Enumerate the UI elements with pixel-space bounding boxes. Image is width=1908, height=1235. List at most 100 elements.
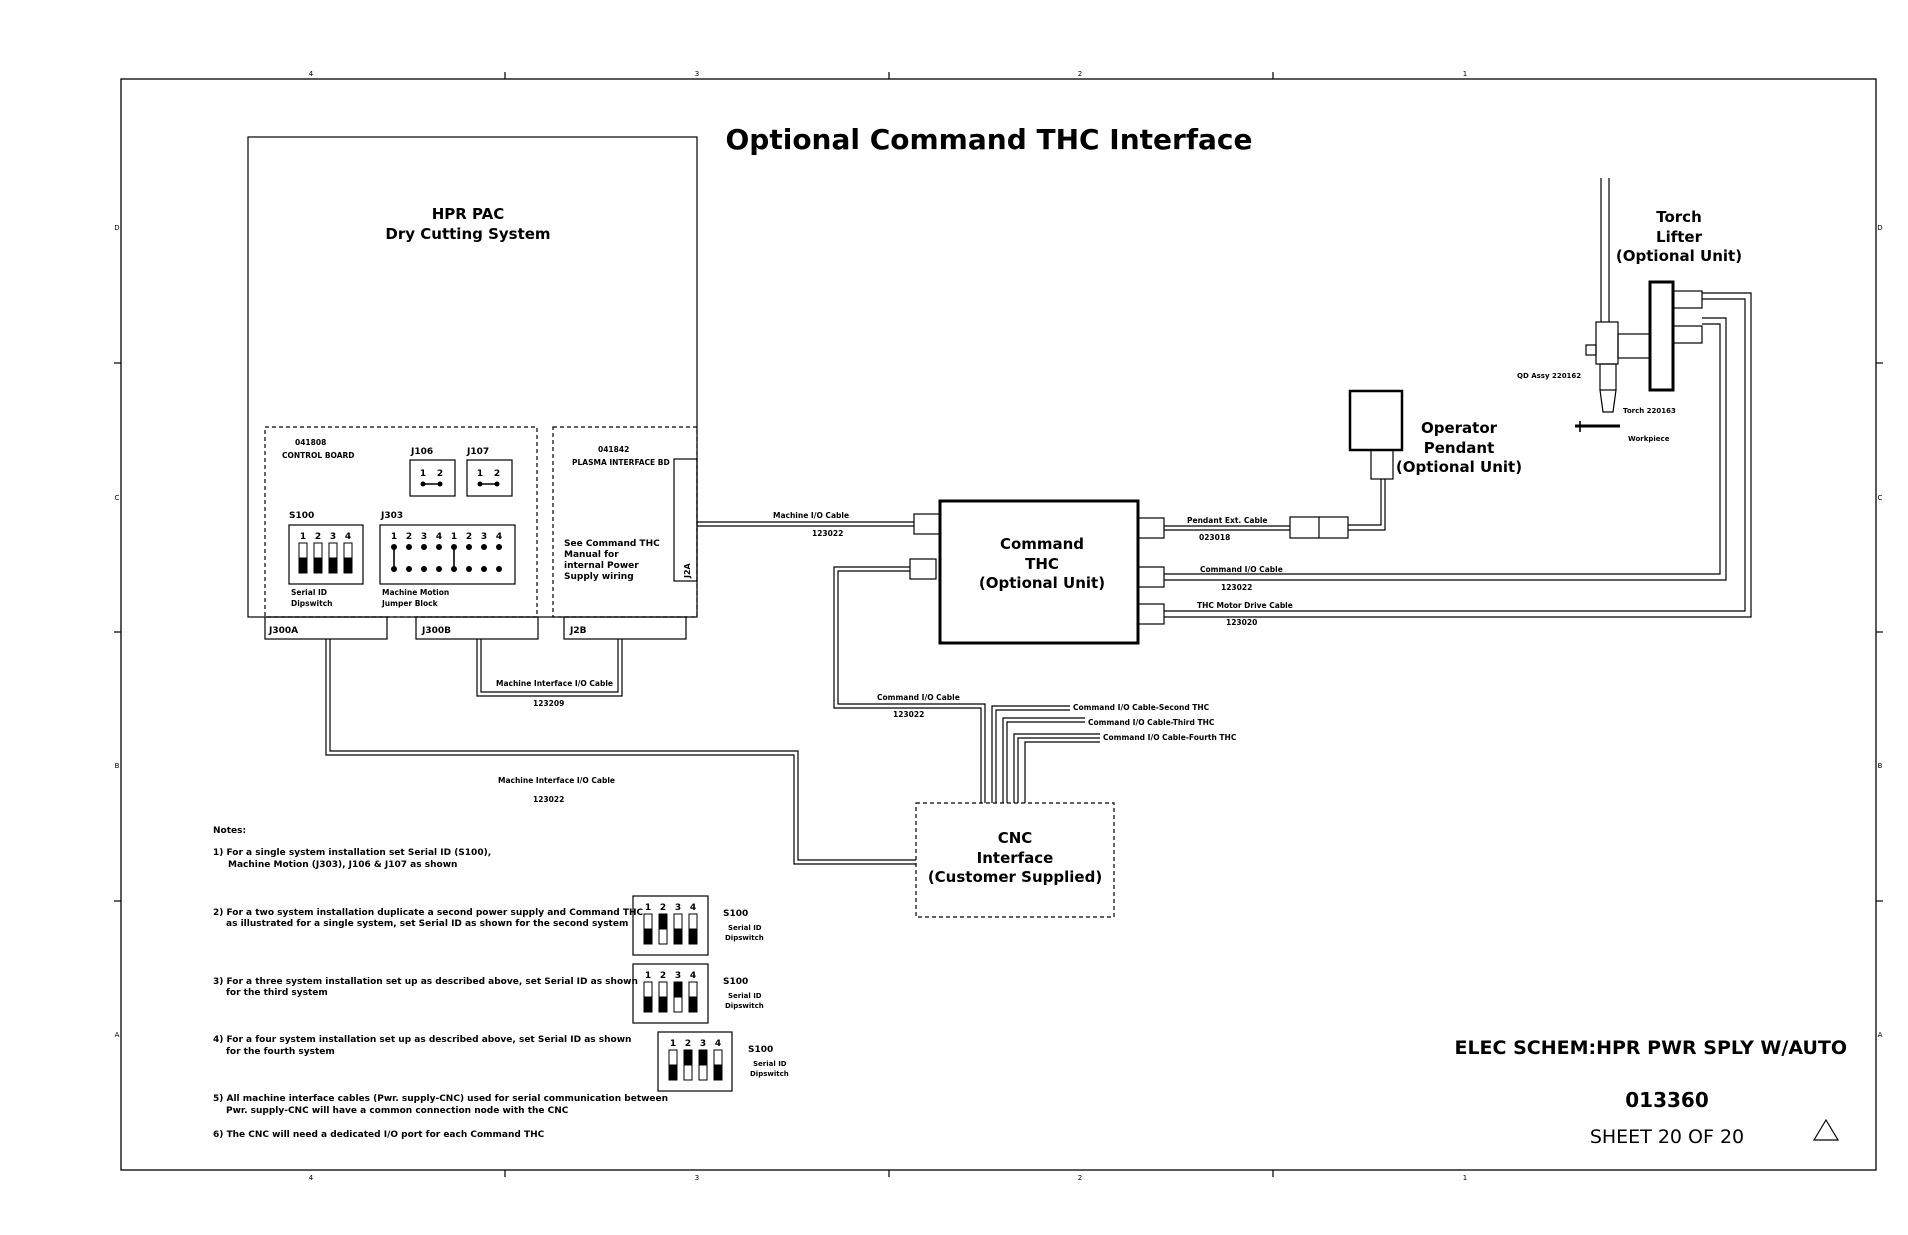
dip3-num-1: 1 (645, 971, 651, 981)
pendant-ext-part: 023018 (1199, 533, 1230, 542)
dipswitch-2 (632, 895, 709, 956)
j107-label: J107 (466, 447, 489, 457)
command-thc-line1: Command (1000, 535, 1084, 553)
note-5-line1: 5) All machine interface cables (Pwr. su… (213, 1094, 668, 1104)
j2b-label: J2B (569, 626, 587, 636)
control-board-label: CONTROL BOARD (282, 451, 355, 460)
pendant-ext-label: Pendant Ext. Cable (1187, 516, 1268, 525)
see-note-line2: Manual for (564, 550, 619, 560)
zone-left-a: A (115, 1031, 120, 1039)
s100-num-4: 4 (345, 532, 351, 542)
note-4-line1: 4) For a four system installation set up… (213, 1035, 631, 1045)
zone-bottom-1: 1 (1463, 1174, 1467, 1182)
machine-io-cable-label: Machine I/O Cable (773, 511, 849, 520)
machine-io-cable-part: 123022 (812, 529, 843, 538)
drawing-border (120, 78, 1877, 1171)
zone-right-b: B (1878, 762, 1883, 770)
dip3-num-4: 4 (690, 971, 696, 981)
command-io-lifter-label: Command I/O Cable (1200, 565, 1283, 574)
zone-bottom-4: 4 (309, 1174, 314, 1182)
pendant-line1: Operator (1421, 419, 1498, 437)
machine-interface-short-cable (476, 639, 623, 697)
dipswitch-3 (632, 963, 709, 1024)
plasma-interface-region (552, 426, 698, 618)
j107-pin-1: 1 (477, 469, 483, 479)
j303-jumper-block (379, 524, 516, 585)
torch-lifter-body (1648, 280, 1675, 392)
j303-num-1: 1 (391, 532, 397, 542)
cnc-line3: (Customer Supplied) (928, 868, 1102, 886)
thc-motor-label: THC Motor Drive Cable (1197, 601, 1293, 610)
j303-num-5: 1 (451, 532, 457, 542)
see-note-line3: internal Power (564, 561, 639, 571)
j303-num-4: 4 (436, 532, 442, 542)
j300b-label: J300B (421, 626, 451, 636)
dip4-num-3: 3 (700, 1039, 706, 1049)
s100-caption-line1: Serial ID (291, 588, 327, 597)
note-1-line1: 1) For a single system installation set … (213, 848, 491, 858)
second-thc-label: Command I/O Cable-Second THC (1073, 703, 1210, 712)
dip2-caption2: Dipswitch (725, 934, 764, 942)
note-2-line1: 2) For a two system installation duplica… (213, 908, 644, 918)
dip4-caption1: Serial ID (753, 1060, 787, 1068)
machine-io-cable (697, 521, 914, 527)
control-board-region (264, 426, 538, 618)
dip4-label: S100 (748, 1045, 773, 1055)
pendant-ext-cable (1164, 525, 1290, 531)
dip2-num-1: 1 (645, 903, 651, 913)
note-2-line2: as illustrated for a single system, set … (226, 919, 628, 929)
zone-right-a: A (1878, 1031, 1883, 1039)
third-thc-label: Command I/O Cable-Third THC (1088, 718, 1215, 727)
thc-motor-cable (1164, 292, 1752, 618)
operator-pendant-box (1348, 389, 1404, 452)
j303-caption-line1: Machine Motion (382, 588, 449, 597)
fourth-thc-label: Command I/O Cable-Fourth THC (1103, 733, 1237, 742)
control-board-part: 041808 (295, 438, 326, 447)
see-note-line1: See Command THC (564, 539, 660, 549)
j106-pin-2: 2 (437, 469, 443, 479)
machine-interface-long-part: 123022 (533, 795, 564, 804)
zone-bottom-2: 2 (1078, 1174, 1082, 1182)
dip2-num-4: 4 (690, 903, 696, 913)
dip2-num-2: 2 (660, 903, 666, 913)
lifter-line3: (Optional Unit) (1616, 247, 1742, 265)
note-3-line2: for the third system (226, 988, 328, 998)
j303-label: J303 (380, 511, 403, 521)
thc-motor-part: 123020 (1226, 618, 1257, 627)
zone-top-4: 4 (309, 70, 314, 78)
dip3-num-2: 2 (660, 971, 666, 981)
dip3-label: S100 (723, 977, 748, 987)
dip3-caption2: Dipswitch (725, 1002, 764, 1010)
j303-num-2: 2 (406, 532, 412, 542)
s100-num-2: 2 (315, 532, 321, 542)
zone-right-c: C (1878, 494, 1883, 502)
dip4-num-2: 2 (685, 1039, 691, 1049)
zone-left-d: D (114, 224, 119, 232)
zone-top-3: 3 (695, 70, 699, 78)
title-block-number: 013360 (1625, 1088, 1709, 1112)
zone-top-2: 2 (1078, 70, 1082, 78)
torch-label: Torch 220163 (1623, 407, 1676, 415)
title-block-sheet: SHEET 20 OF 20 (1590, 1126, 1744, 1148)
command-io-lifter-part: 123022 (1221, 583, 1252, 592)
j303-caption-line2: Jumper Block (381, 599, 439, 608)
dip3-num-3: 3 (675, 971, 681, 981)
lifter-line1: Torch (1656, 208, 1702, 226)
command-io-cnc-label: Command I/O Cable (877, 693, 960, 702)
qd-assy-label: QD Assy 220162 (1517, 372, 1581, 380)
note-5-line2: Pwr. supply-CNC will have a common conne… (226, 1106, 569, 1116)
s100-dipswitch (288, 524, 364, 585)
zone-left-c: C (115, 494, 120, 502)
machine-interface-short-part: 123209 (533, 699, 564, 708)
s100-label: S100 (289, 511, 314, 521)
dip2-num-3: 3 (675, 903, 681, 913)
j2b-connector (563, 616, 687, 640)
second-thc-cable (991, 705, 1070, 803)
plasma-board-label: PLASMA INTERFACE BD (572, 458, 670, 467)
dip3-caption1: Serial ID (728, 992, 762, 1000)
cnc-line1: CNC (998, 829, 1033, 847)
fourth-thc-cable (1013, 733, 1100, 803)
hpr-title-line1: HPR PAC (432, 205, 505, 223)
j303-num-8: 4 (496, 532, 502, 542)
